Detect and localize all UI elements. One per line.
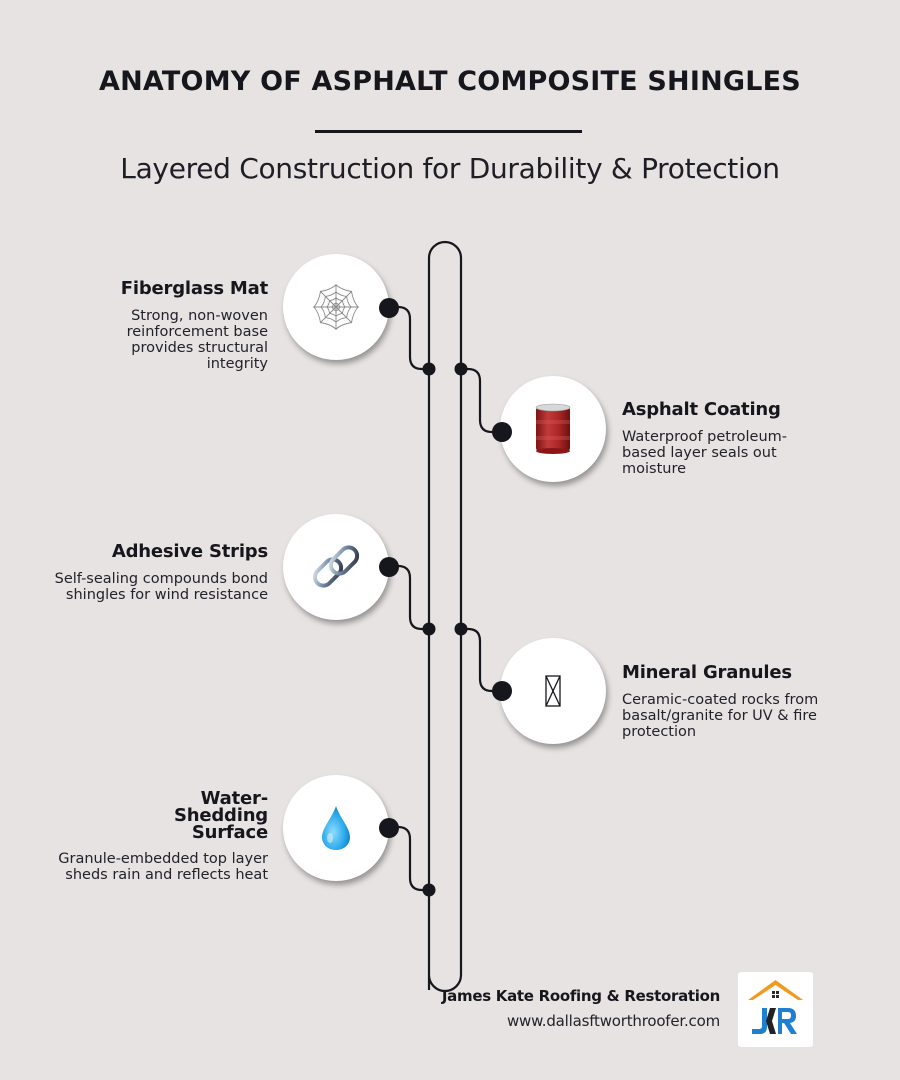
layer-adhesive-strips: Adhesive Strips Self-sealing compounds b… [48, 541, 269, 604]
layer-title: Water-Shedding Surface [173, 788, 268, 843]
layer-water-shedding-surface: Water-Shedding Surface Granule-embedded … [48, 788, 268, 884]
company-name: James Kate Roofing & Restoration [441, 987, 720, 1005]
layer-title: Asphalt Coating [622, 399, 781, 420]
layer-icon-circle [283, 775, 389, 881]
layer-fiberglass-mat: Fiberglass Mat Strong, non-woven reinfor… [48, 278, 268, 373]
layer-asphalt-coating: Asphalt Coating Waterproof petroleum-bas… [622, 399, 862, 478]
layer-description: Waterproof petroleum-based layer seals o… [622, 429, 787, 477]
connector-node [492, 422, 512, 442]
layer-title: Adhesive Strips [111, 541, 268, 562]
jkr-logo-icon [748, 980, 803, 1034]
layer-icon-circle [283, 254, 389, 360]
page-title: ANATOMY OF ASPHALT COMPOSITE SHINGLES [99, 66, 801, 97]
connector-node [379, 818, 399, 838]
oil-drum-icon [535, 403, 571, 454]
layer-description: Ceramic-coated rocks from basalt/granite… [622, 692, 819, 740]
layer-icon-circle [283, 514, 389, 620]
connector-node [492, 681, 512, 701]
missing-glyph-icon [545, 675, 561, 707]
layer-description: Granule-embedded top layer sheds rain an… [58, 851, 268, 883]
layer-title: Mineral Granules [622, 662, 792, 683]
spider-web-icon [313, 284, 359, 330]
connector-node [379, 557, 399, 577]
layer-icon-circle [500, 638, 606, 744]
connector-node [379, 298, 399, 318]
chain-link-icon [312, 545, 360, 588]
layer-icon-circle [500, 376, 606, 482]
company-url[interactable]: www.dallasftworthroofer.com [506, 1012, 720, 1030]
layer-mineral-granules: Mineral Granules Ceramic-coated rocks fr… [622, 662, 862, 741]
layer-description: Strong, non-woven reinforcement base pro… [126, 308, 268, 372]
title-divider [315, 130, 582, 133]
company-logo [738, 972, 813, 1047]
layer-description: Self-sealing compounds bond shingles for… [54, 571, 268, 603]
water-drop-icon [322, 806, 350, 850]
layer-title: Fiberglass Mat [120, 278, 268, 299]
page-subtitle: Layered Construction for Durability & Pr… [120, 152, 780, 185]
